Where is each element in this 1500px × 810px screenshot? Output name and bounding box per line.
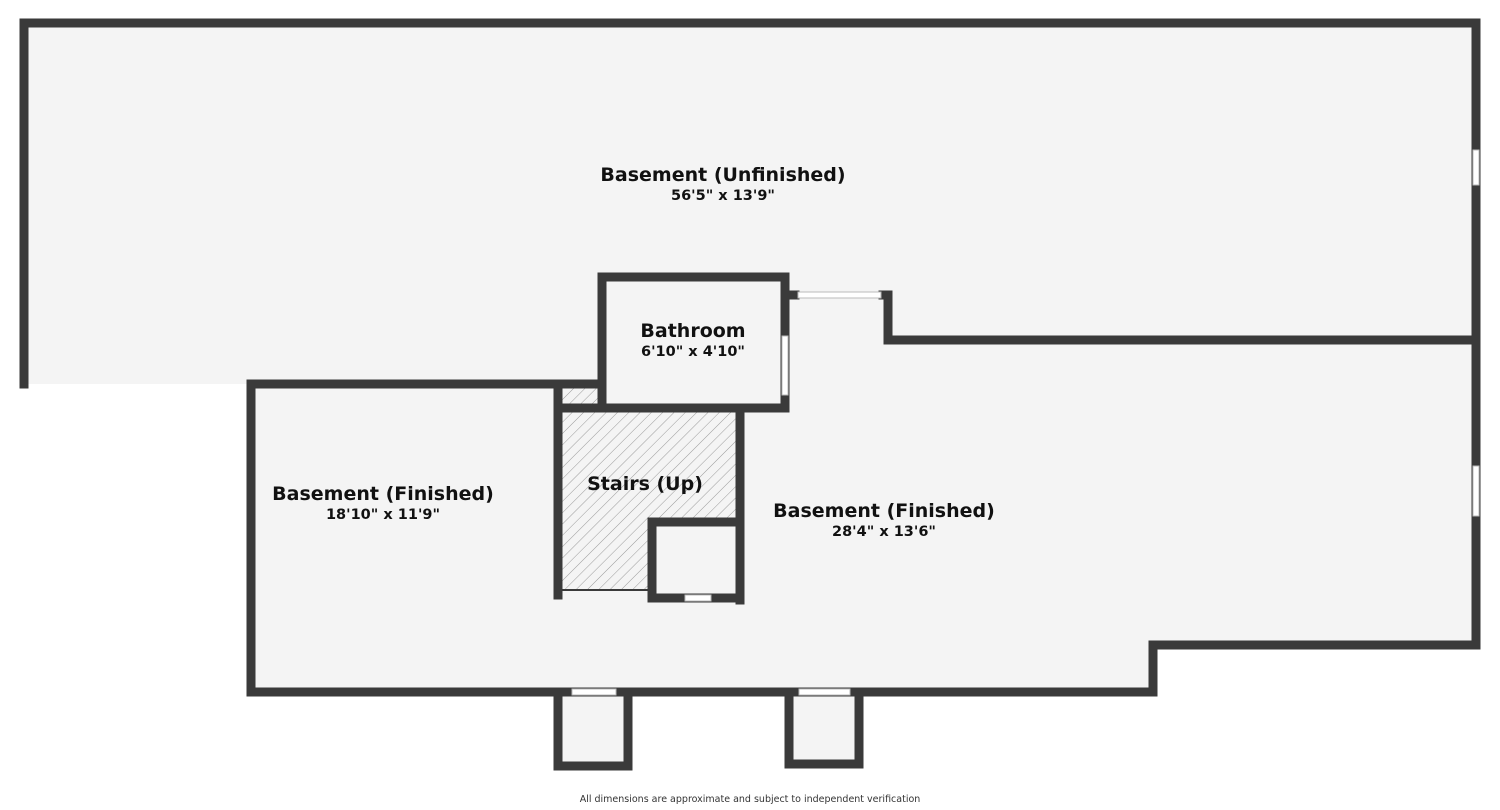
walls	[19, 18, 1481, 771]
window	[684, 594, 712, 602]
room-label-basement-unfinished: Basement (Unfinished) 56'5" x 13'9"	[600, 164, 845, 206]
window	[1472, 149, 1480, 186]
room-name: Bathroom	[640, 320, 746, 342]
room-dimensions: 28'4" x 13'6"	[832, 524, 936, 540]
room-label-basement-finished-right: Basement (Finished) 28'4" x 13'6"	[773, 500, 995, 542]
window	[781, 335, 789, 396]
window	[797, 291, 882, 299]
window	[1472, 465, 1480, 517]
window	[571, 688, 617, 696]
bump-out-right	[789, 692, 859, 764]
room-dimensions: 18'10" x 11'9"	[325, 507, 441, 523]
room-label-basement-finished-left: Basement (Finished) 18'10" x 11'9"	[272, 483, 494, 525]
room-dimensions: 6'10" x 4'10"	[641, 344, 745, 360]
room-label-bathroom: Bathroom 6'10" x 4'10"	[640, 320, 745, 362]
floor-area	[24, 23, 1476, 692]
room-name: Stairs (Up)	[587, 473, 703, 495]
room-label-stairs: Stairs (Up)	[587, 473, 703, 495]
room-name: Basement (Unfinished)	[600, 164, 846, 186]
windows	[571, 149, 1480, 696]
room-name: Basement (Finished)	[773, 500, 995, 522]
room-name: Basement (Finished)	[272, 483, 494, 505]
disclaimer: All dimensions are approximate and subje…	[579, 794, 921, 805]
room-dimensions: 56'5" x 13'9"	[671, 188, 775, 204]
bump-out-left	[558, 692, 628, 766]
window	[798, 688, 851, 696]
